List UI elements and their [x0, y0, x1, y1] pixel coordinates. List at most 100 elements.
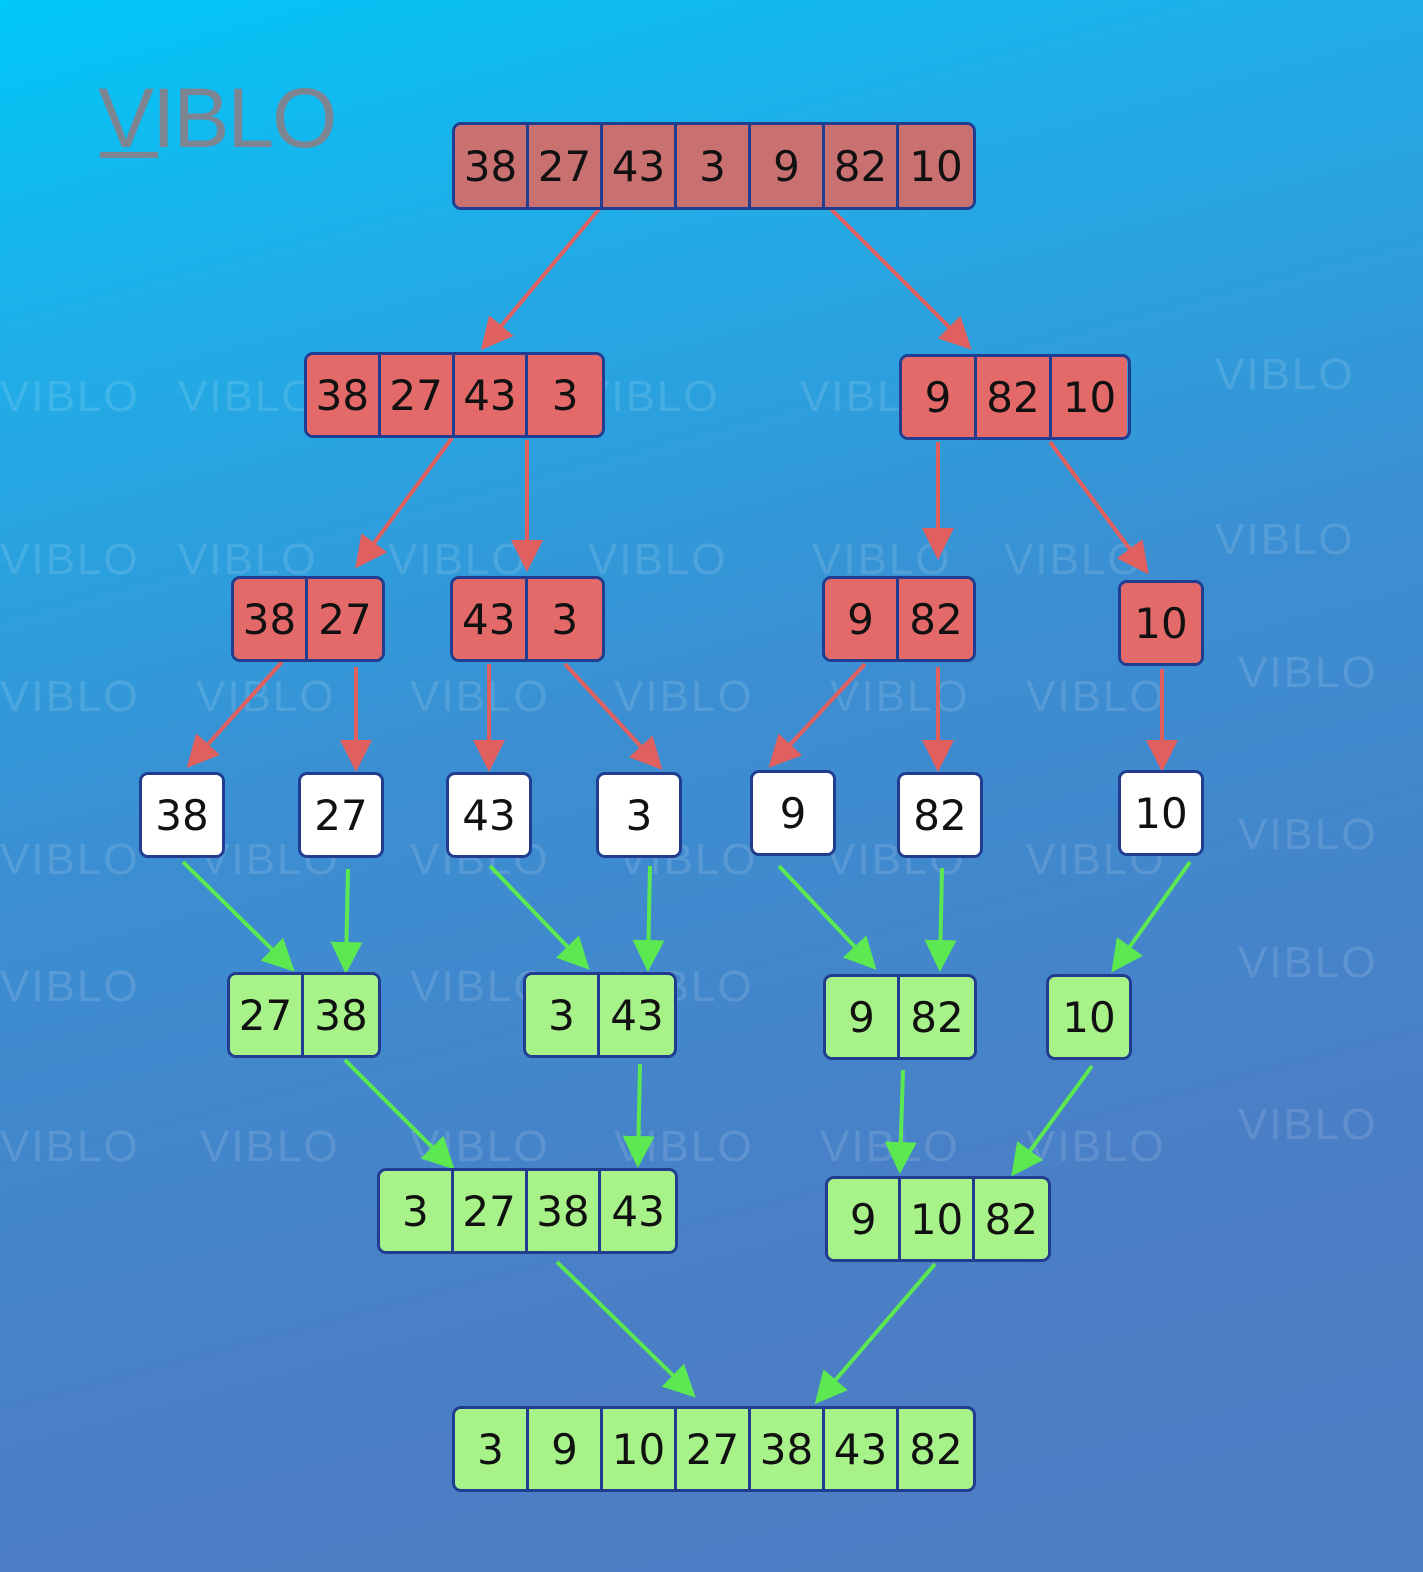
array-cell: 3: [380, 1171, 454, 1251]
watermark-text: VIBLO: [0, 535, 140, 584]
array-cell: 3: [455, 1409, 529, 1489]
watermark-text: VIBLO: [178, 535, 318, 584]
leaf-array: 27: [298, 772, 384, 858]
array-cell: 27: [308, 579, 382, 659]
merge-arrow: [924, 867, 957, 972]
leaf-array: 9: [750, 770, 836, 856]
array-cell: 27: [380, 355, 455, 435]
merge-arrow: [343, 1058, 455, 1170]
array-cell: 9: [751, 125, 825, 207]
watermark-text: VIBLO: [1026, 1122, 1166, 1171]
array-cell: 82: [974, 1179, 1048, 1259]
array-cell: 38: [527, 1171, 602, 1251]
array-cell: 43: [454, 355, 529, 435]
split2-array-c: 9 82: [822, 576, 976, 662]
merge-arrow: [1111, 860, 1192, 973]
watermark-text: VIBLO: [830, 672, 970, 721]
merge1-array-d: 10: [1046, 974, 1132, 1060]
array-cell: 43: [825, 1409, 899, 1489]
array-cell: 10: [1049, 977, 1129, 1057]
merge1-array-a: 27 38: [227, 972, 381, 1058]
merge-arrow: [814, 1262, 937, 1405]
merge-arrow: [1011, 1064, 1094, 1177]
merge-arrow: [884, 1069, 917, 1174]
watermark-text: VIBLO: [1215, 515, 1355, 564]
array-cell: 38: [307, 355, 381, 435]
watermark-text: VIBLO: [178, 372, 318, 421]
leaf-array: 82: [897, 772, 983, 858]
array-cell: 38: [234, 579, 309, 659]
split2-array-b: 43 3: [450, 576, 605, 662]
array-cell: 43: [603, 125, 677, 207]
array-cell: 82: [977, 357, 1052, 437]
array-cell: 82: [899, 579, 973, 659]
leaf-array: 3: [596, 772, 682, 858]
split-arrow: [1048, 440, 1149, 575]
leaf-array: 38: [139, 772, 225, 858]
watermark-text: VIBLO: [588, 535, 728, 584]
array-cell: 38: [751, 1409, 825, 1489]
watermark-text: VIBLO: [0, 835, 140, 884]
array-cell: 43: [453, 579, 528, 659]
leaf-array: 43: [446, 772, 532, 858]
merge2-right-array: 9 10 82: [825, 1176, 1051, 1262]
watermark-text: VIBLO: [614, 672, 754, 721]
split2-array-d: 10: [1118, 580, 1204, 666]
merge-arrow: [181, 860, 295, 972]
array-cell: 38: [142, 775, 222, 855]
watermark-text: VIBLO: [200, 1122, 340, 1171]
split2-array-a: 38 27: [231, 576, 385, 662]
watermark-text: VIBLO: [388, 535, 528, 584]
split1-left-array: 38 27 43 3: [304, 352, 605, 438]
split-arrow: [828, 206, 972, 350]
array-cell: 10: [1052, 357, 1127, 437]
array-cell: 27: [677, 1409, 751, 1489]
split-arrow: [355, 436, 454, 569]
array-cell: 10: [603, 1409, 677, 1489]
array-cell: 43: [600, 975, 674, 1055]
split-arrow: [768, 662, 867, 768]
array-cell: 10: [901, 1179, 975, 1259]
merge-arrow: [632, 865, 665, 972]
watermark-text: VIBLO: [1238, 810, 1378, 859]
watermark-text: VIBLO: [1026, 672, 1166, 721]
merge2-left-array: 3 27 38 43: [377, 1168, 678, 1254]
watermark-text: VIBLO: [0, 372, 140, 421]
array-cell: 27: [453, 1171, 528, 1251]
split-arrow: [563, 662, 663, 770]
array-cell: 9: [753, 773, 833, 853]
merge1-array-b: 3 43: [523, 972, 677, 1058]
array-cell: 9: [902, 357, 977, 437]
array-cell: 9: [529, 1409, 603, 1489]
logo-underline: [100, 152, 158, 158]
watermark-text: VIBLO: [0, 1122, 140, 1171]
array-cell: 82: [900, 775, 980, 855]
merge1-array-c: 9 82: [823, 974, 977, 1060]
watermark-text: VIBLO: [410, 672, 550, 721]
array-cell: 43: [601, 1171, 675, 1251]
array-cell: 10: [1121, 583, 1201, 663]
array-cell: 10: [899, 125, 973, 207]
array-cell: 38: [304, 975, 378, 1055]
leaf-array: 10: [1118, 770, 1204, 856]
array-cell: 43: [449, 775, 529, 855]
split1-right-array: 9 82 10: [899, 354, 1131, 440]
merge-arrow: [777, 864, 877, 970]
array-cell: 27: [529, 125, 603, 207]
array-cell: 9: [825, 579, 900, 659]
array-cell: 9: [826, 977, 901, 1057]
array-cell: 10: [1121, 773, 1201, 853]
array-cell: 38: [455, 125, 529, 207]
merge-arrow: [488, 864, 590, 970]
array-cell: 3: [599, 775, 679, 855]
sorted-result-array: 3 9 10 27 38 43 82: [452, 1406, 976, 1492]
watermark-text: VIBLO: [1238, 938, 1378, 987]
logo-text: VIBLO: [98, 71, 337, 165]
array-cell: 3: [526, 975, 601, 1055]
root-array: 38 27 43 3 9 82 10: [452, 122, 976, 210]
array-cell: 82: [825, 125, 899, 207]
watermark-text: VIBLO: [1238, 648, 1378, 697]
watermark-text: VIBLO: [0, 672, 140, 721]
